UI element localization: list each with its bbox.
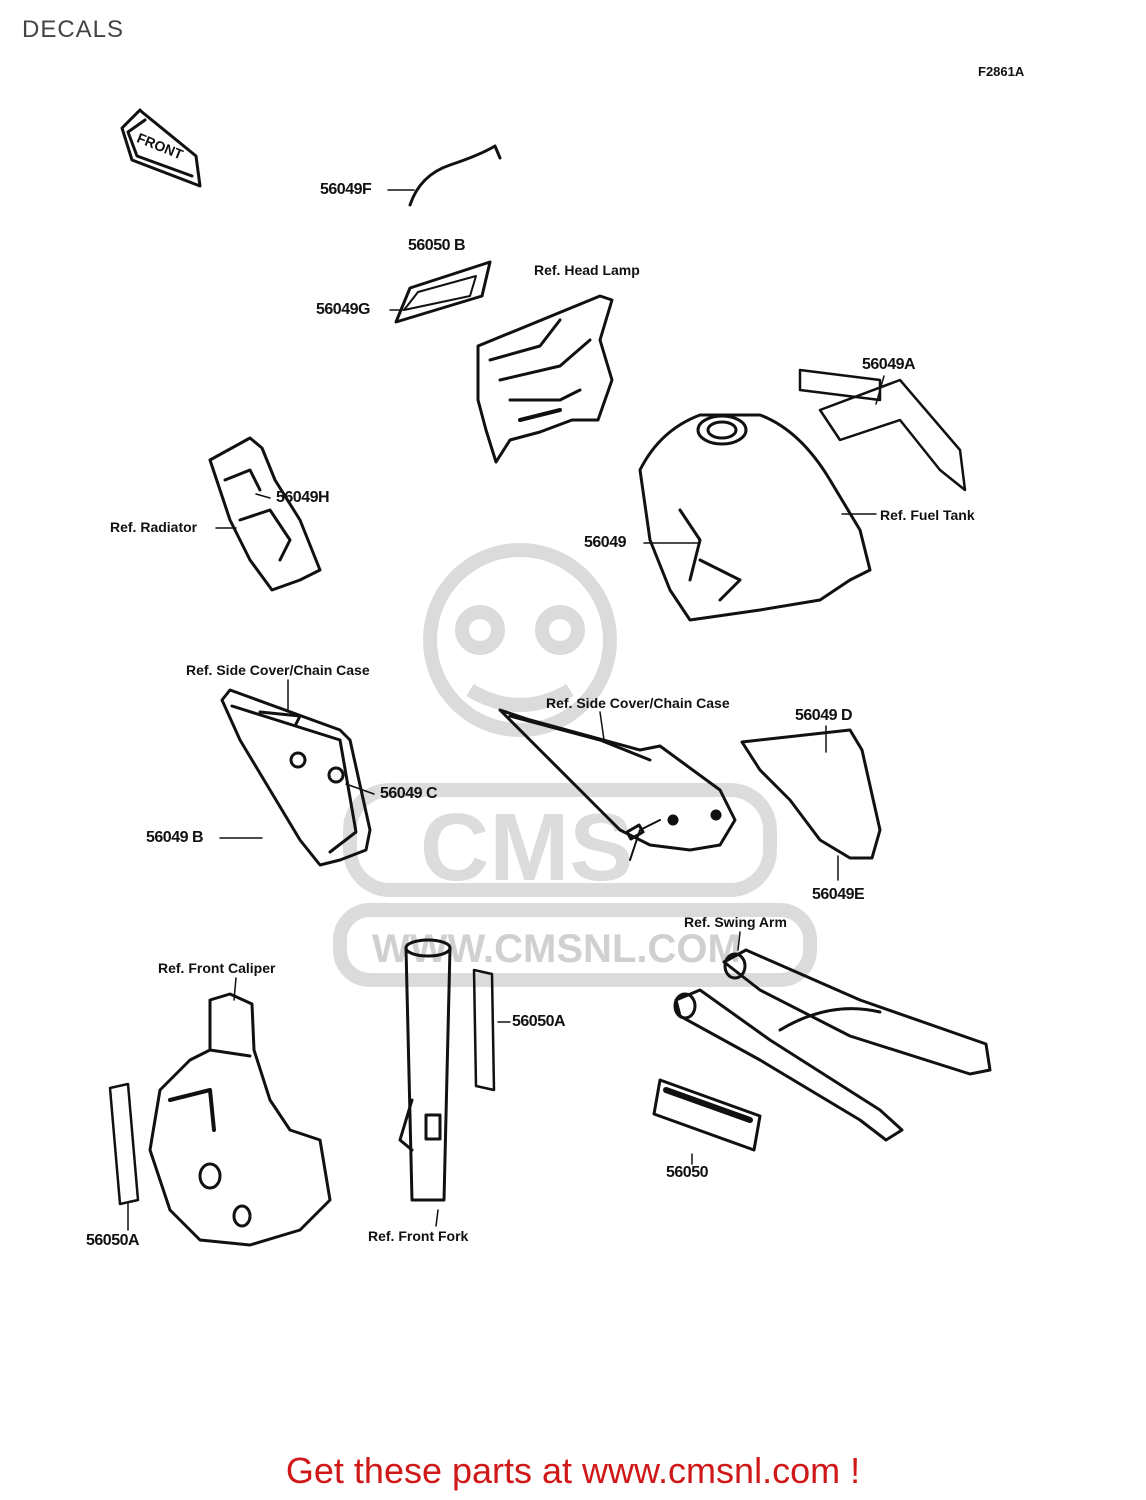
ref-side-cover-right: Ref. Side Cover/Chain Case [546, 695, 730, 711]
decal-strip-56050a [472, 968, 496, 1092]
parts-diagram: CMS WWW.CMSNL.COM [108, 108, 992, 1247]
figure-code: F2861A [978, 64, 1025, 79]
label-56049: 56049 [584, 534, 627, 551]
ref-side-cover-left: Ref. Side Cover/Chain Case [186, 662, 370, 678]
label-56050a-fork: 56050A [512, 1013, 566, 1030]
label-56050: 56050 [666, 1164, 709, 1181]
decal-strip-56050a-caliper [108, 1082, 140, 1206]
page-title: DECALS [22, 16, 125, 43]
cta-link[interactable]: Get these parts at www.cmsnl.com ! [285, 1450, 861, 1491]
label-56049b: 56049 B [146, 829, 204, 846]
label-56049e: 56049E [812, 886, 865, 903]
front-fork [398, 938, 452, 1202]
label-56049g: 56049G [316, 301, 370, 318]
ref-fuel-tank: Ref. Fuel Tank [880, 507, 975, 523]
watermark-brand: CMS [420, 794, 633, 901]
cms-watermark [333, 543, 817, 987]
ref-head-lamp: Ref. Head Lamp [534, 262, 640, 278]
label-56050a-caliper: 56050A [86, 1232, 140, 1249]
front-caliper-guard [148, 992, 332, 1247]
label-56049d: 56049 D [795, 707, 853, 724]
side-cover-right [498, 708, 737, 861]
head-lamp-shroud [476, 294, 614, 464]
decal-56050b [394, 260, 492, 324]
decal-strip-56049f [408, 144, 502, 207]
swing-arm [673, 948, 992, 1142]
ref-radiator: Ref. Radiator [110, 519, 198, 535]
decal-kx-56049a [798, 368, 967, 492]
label-56049f: 56049F [320, 181, 372, 198]
front-arrow-icon [120, 108, 202, 188]
fuel-tank [638, 413, 872, 622]
ref-front-caliper: Ref. Front Caliper [158, 960, 276, 976]
ref-front-fork: Ref. Front Fork [368, 1228, 469, 1244]
decal-56049d [740, 728, 882, 860]
decal-56050 [652, 1078, 762, 1152]
label-56050b: 56050 B [408, 237, 466, 254]
watermark-url: WWW.CMSNL.COM [372, 927, 741, 971]
label-56049c: 56049 C [380, 785, 438, 802]
label-56049a: 56049A [862, 356, 916, 373]
label-56049h: 56049H [276, 489, 330, 506]
leader-lines [127, 189, 885, 1231]
ref-swing-arm: Ref. Swing Arm [684, 914, 787, 930]
side-cover-left [220, 688, 372, 867]
radiator-shroud [208, 436, 322, 592]
